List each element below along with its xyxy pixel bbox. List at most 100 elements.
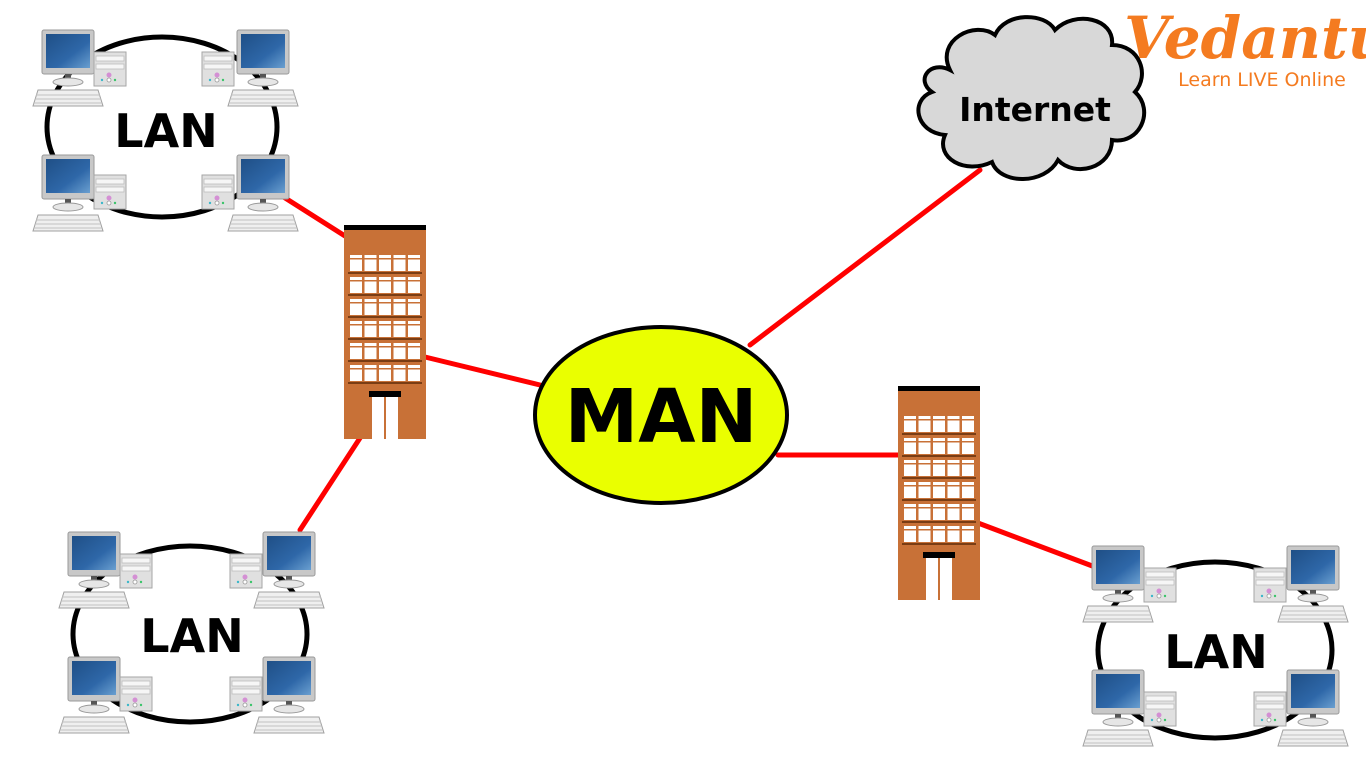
window <box>962 416 974 432</box>
computer-icon <box>32 29 127 107</box>
window <box>933 482 945 498</box>
window-divider <box>947 529 960 531</box>
window-divider <box>364 346 377 348</box>
window-divider <box>350 302 362 304</box>
window-divider <box>918 441 931 443</box>
window-divider <box>408 346 420 348</box>
man-label: MAN <box>565 374 758 460</box>
floor-ledge <box>348 338 422 340</box>
floor-ledge <box>348 272 422 274</box>
floor-ledge <box>348 316 422 318</box>
window-divider <box>904 529 916 531</box>
window-divider <box>393 280 406 282</box>
link-lan-top-left-to-building-left <box>279 193 348 239</box>
window-divider <box>904 419 916 421</box>
window-divider <box>379 258 391 260</box>
man-node: MAN <box>533 325 789 505</box>
window <box>962 482 974 498</box>
window-divider <box>904 485 916 487</box>
window <box>408 277 420 293</box>
window-divider <box>947 441 960 443</box>
window <box>918 526 931 542</box>
window <box>393 299 406 315</box>
window-divider <box>350 346 362 348</box>
computer-icon <box>201 154 299 232</box>
window-divider <box>408 324 420 326</box>
man-ellipse <box>533 325 789 505</box>
vedantu-logo[interactable]: Vedantu Learn LIVE Online <box>1124 4 1366 91</box>
brand-name: Vedantu <box>1124 4 1366 72</box>
lan-ring <box>1095 559 1335 741</box>
window-divider <box>350 280 362 282</box>
computer-icon <box>201 29 299 107</box>
floor-ledge <box>348 360 422 362</box>
window <box>408 321 420 337</box>
window-divider <box>933 419 945 421</box>
window <box>918 460 931 476</box>
window <box>904 460 916 476</box>
links <box>279 167 1098 570</box>
window <box>904 416 916 432</box>
window <box>962 504 974 520</box>
window <box>947 526 960 542</box>
window <box>947 482 960 498</box>
window-divider <box>379 302 391 304</box>
computer-icon <box>32 154 127 232</box>
window-divider <box>962 419 974 421</box>
window-divider <box>947 463 960 465</box>
window-divider <box>364 258 377 260</box>
window-divider <box>918 507 931 509</box>
window-divider <box>962 463 974 465</box>
computer-icon <box>58 531 153 609</box>
window-divider <box>933 463 945 465</box>
building-windows <box>902 416 976 545</box>
floor-ledge <box>902 455 976 457</box>
window <box>379 255 391 271</box>
link-building-right-to-lan-bottom-right <box>975 520 1098 570</box>
window-divider <box>918 419 931 421</box>
window-divider <box>962 441 974 443</box>
window-divider <box>393 346 406 348</box>
window-divider <box>962 529 974 531</box>
lan-label: LAN <box>1164 625 1267 679</box>
window <box>962 438 974 454</box>
window-divider <box>933 507 945 509</box>
window <box>408 255 420 271</box>
floor-ledge <box>902 521 976 523</box>
floor-ledge <box>902 499 976 501</box>
window <box>350 321 362 337</box>
window <box>962 460 974 476</box>
internet-label: Internet <box>959 90 1111 129</box>
window <box>350 277 362 293</box>
window <box>947 416 960 432</box>
window-divider <box>918 485 931 487</box>
cloud-icon <box>916 15 1147 181</box>
window <box>350 365 362 381</box>
window <box>947 504 960 520</box>
window-divider <box>364 280 377 282</box>
window-divider <box>918 529 931 531</box>
window-divider <box>379 346 391 348</box>
building-left-icon <box>344 225 426 439</box>
window-divider <box>962 507 974 509</box>
window <box>933 416 945 432</box>
window <box>962 526 974 542</box>
window <box>904 504 916 520</box>
window-divider <box>364 302 377 304</box>
window-divider <box>408 258 420 260</box>
window <box>918 482 931 498</box>
window <box>364 255 377 271</box>
computer-icon <box>58 656 153 734</box>
floor-ledge <box>348 382 422 384</box>
window-divider <box>947 419 960 421</box>
floor-ledge <box>902 433 976 435</box>
lan-label: LAN <box>114 104 217 158</box>
window <box>408 299 420 315</box>
floor-ledge <box>348 294 422 296</box>
window-divider <box>379 368 391 370</box>
window <box>393 277 406 293</box>
window <box>393 343 406 359</box>
window <box>933 504 945 520</box>
window-divider <box>393 324 406 326</box>
